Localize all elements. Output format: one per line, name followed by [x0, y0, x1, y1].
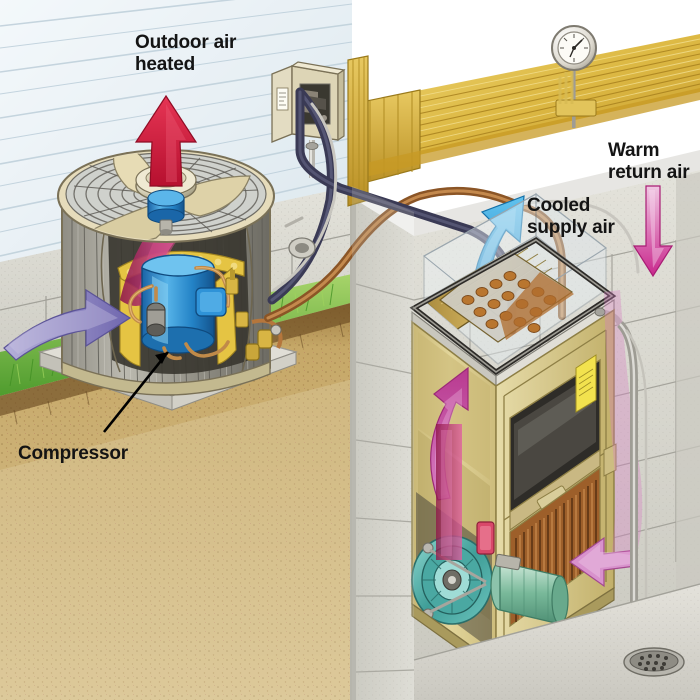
warm-return-air-arrow [632, 185, 674, 278]
floor-joists [347, 34, 700, 236]
wall-penetration [288, 237, 316, 259]
coil-drain-pan [409, 237, 623, 388]
basement-floor [413, 583, 700, 700]
blower-discharge-arrow [436, 424, 462, 560]
blower-motor [490, 553, 569, 625]
blower-compartment [411, 492, 569, 650]
outdoor-air-intake-arrow [3, 288, 132, 361]
foundation-corner-shade [352, 186, 414, 700]
label-warm-return-air: Warm return air [608, 140, 690, 183]
compressor-body [141, 254, 227, 354]
evaporator-a-coil [424, 241, 574, 343]
condenser-fan [57, 149, 275, 243]
warning-label [575, 354, 597, 413]
outdoor-air-heated-arrow [134, 94, 198, 187]
thermometer-gauge [551, 25, 597, 128]
service-valves-exterior [245, 318, 283, 361]
label-cooled-supply-air: Cooled supply air [527, 195, 615, 238]
label-compressor: Compressor [18, 443, 128, 464]
condenser-unit [57, 149, 283, 396]
furnace-cabinet [411, 308, 617, 677]
condenser-coil [62, 196, 270, 390]
blower-wheel [411, 535, 493, 625]
floor-drain [623, 647, 685, 677]
service-valves [225, 270, 249, 328]
leader-line-compressor [102, 351, 170, 433]
disconnect-box [271, 61, 346, 178]
label-outdoor-air-heated: Outdoor air heated [135, 32, 237, 75]
